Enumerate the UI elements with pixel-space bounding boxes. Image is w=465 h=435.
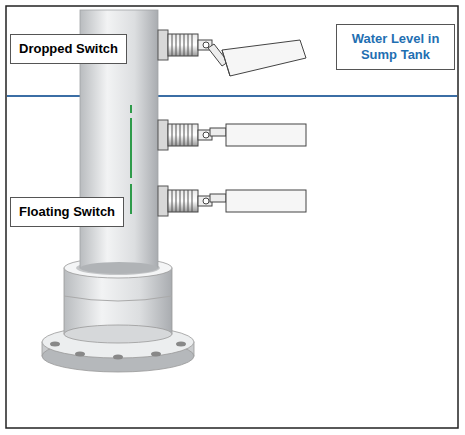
- floating-float-switch: [158, 186, 306, 216]
- flange: [42, 326, 194, 372]
- pipe-coupling: [64, 258, 172, 343]
- water-level-line: [7, 95, 457, 97]
- label-box: Dropped Switch: [10, 34, 127, 64]
- dropped-float-switch: [158, 30, 306, 76]
- label-text: Floating Switch: [19, 204, 115, 220]
- label-box: Floating Switch: [10, 197, 124, 227]
- frame: [6, 6, 458, 428]
- label-text: Water Level in Sump Tank: [341, 31, 450, 63]
- float-switch: [158, 120, 306, 150]
- water-level-box: Water Level in Sump Tank: [336, 24, 455, 70]
- label-text: Dropped Switch: [19, 41, 118, 57]
